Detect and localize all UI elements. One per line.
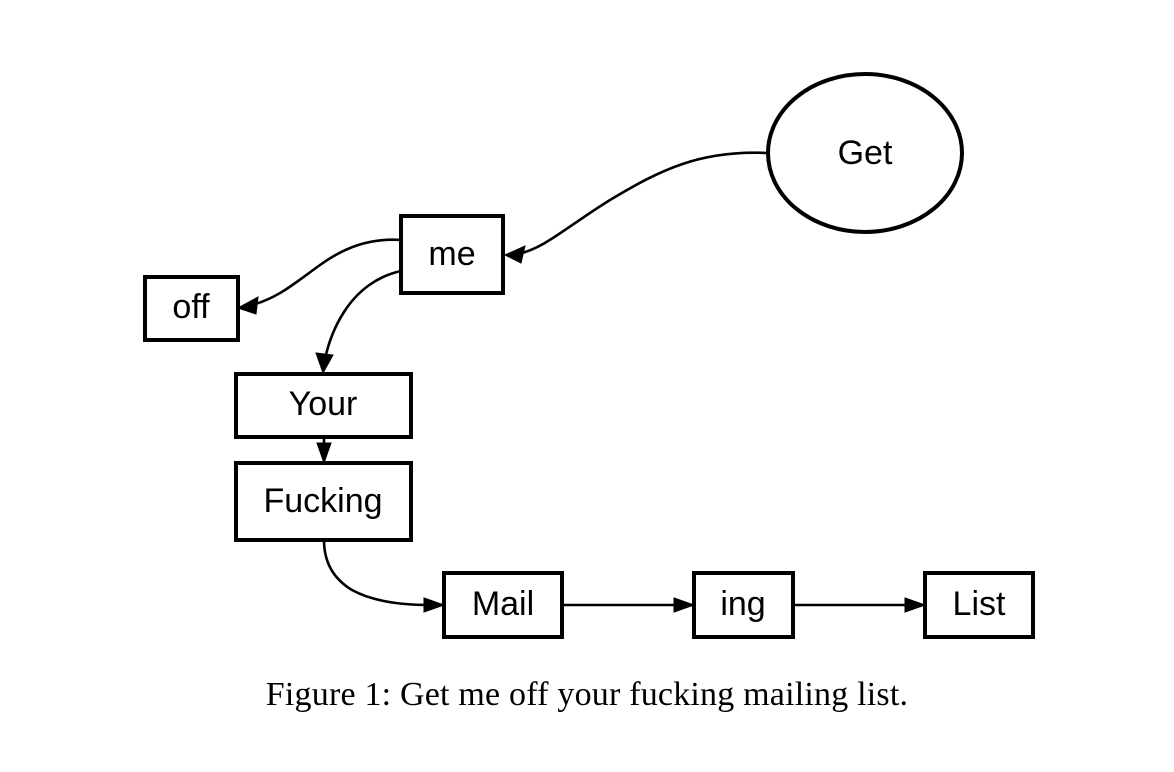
list-rect[interactable]: [923, 571, 1035, 639]
edge-fucking-to-mail: [322, 539, 446, 613]
edge-me-to-off: [236, 238, 402, 315]
node-get-label: Get: [838, 134, 893, 172]
node-off[interactable]: off: [143, 275, 240, 342]
node-off-label: off: [172, 288, 210, 326]
your-rect[interactable]: [234, 372, 413, 439]
node-ing[interactable]: ing: [692, 571, 795, 639]
edge-mail-to-ing: [562, 597, 696, 613]
node-mail-label: Mail: [472, 585, 534, 623]
node-me-label: me: [428, 235, 475, 273]
edge-me-to-your: [315, 269, 402, 375]
me-rect[interactable]: [399, 214, 505, 295]
edge-get-to-me: [503, 151, 768, 264]
edge-ing-to-list: [793, 597, 927, 613]
node-fucking-label: Fucking: [263, 482, 382, 520]
fucking-rect[interactable]: [234, 461, 413, 542]
node-list[interactable]: List: [923, 571, 1035, 639]
node-mail[interactable]: Mail: [442, 571, 564, 639]
mail-rect[interactable]: [442, 571, 564, 639]
edge-your-to-fucking: [316, 437, 332, 465]
node-me[interactable]: me: [399, 214, 505, 295]
node-fucking[interactable]: Fucking: [234, 461, 413, 542]
node-list-label: List: [953, 585, 1006, 623]
node-ing-label: ing: [720, 585, 765, 623]
node-your-label: Your: [289, 385, 358, 423]
get-ellipse[interactable]: [766, 72, 964, 234]
off-rect[interactable]: [143, 275, 240, 342]
node-get[interactable]: Get: [766, 72, 964, 234]
ing-rect[interactable]: [692, 571, 795, 639]
node-your[interactable]: Your: [234, 372, 413, 439]
figure-caption: Figure 1: Get me off your fucking mailin…: [265, 676, 909, 713]
